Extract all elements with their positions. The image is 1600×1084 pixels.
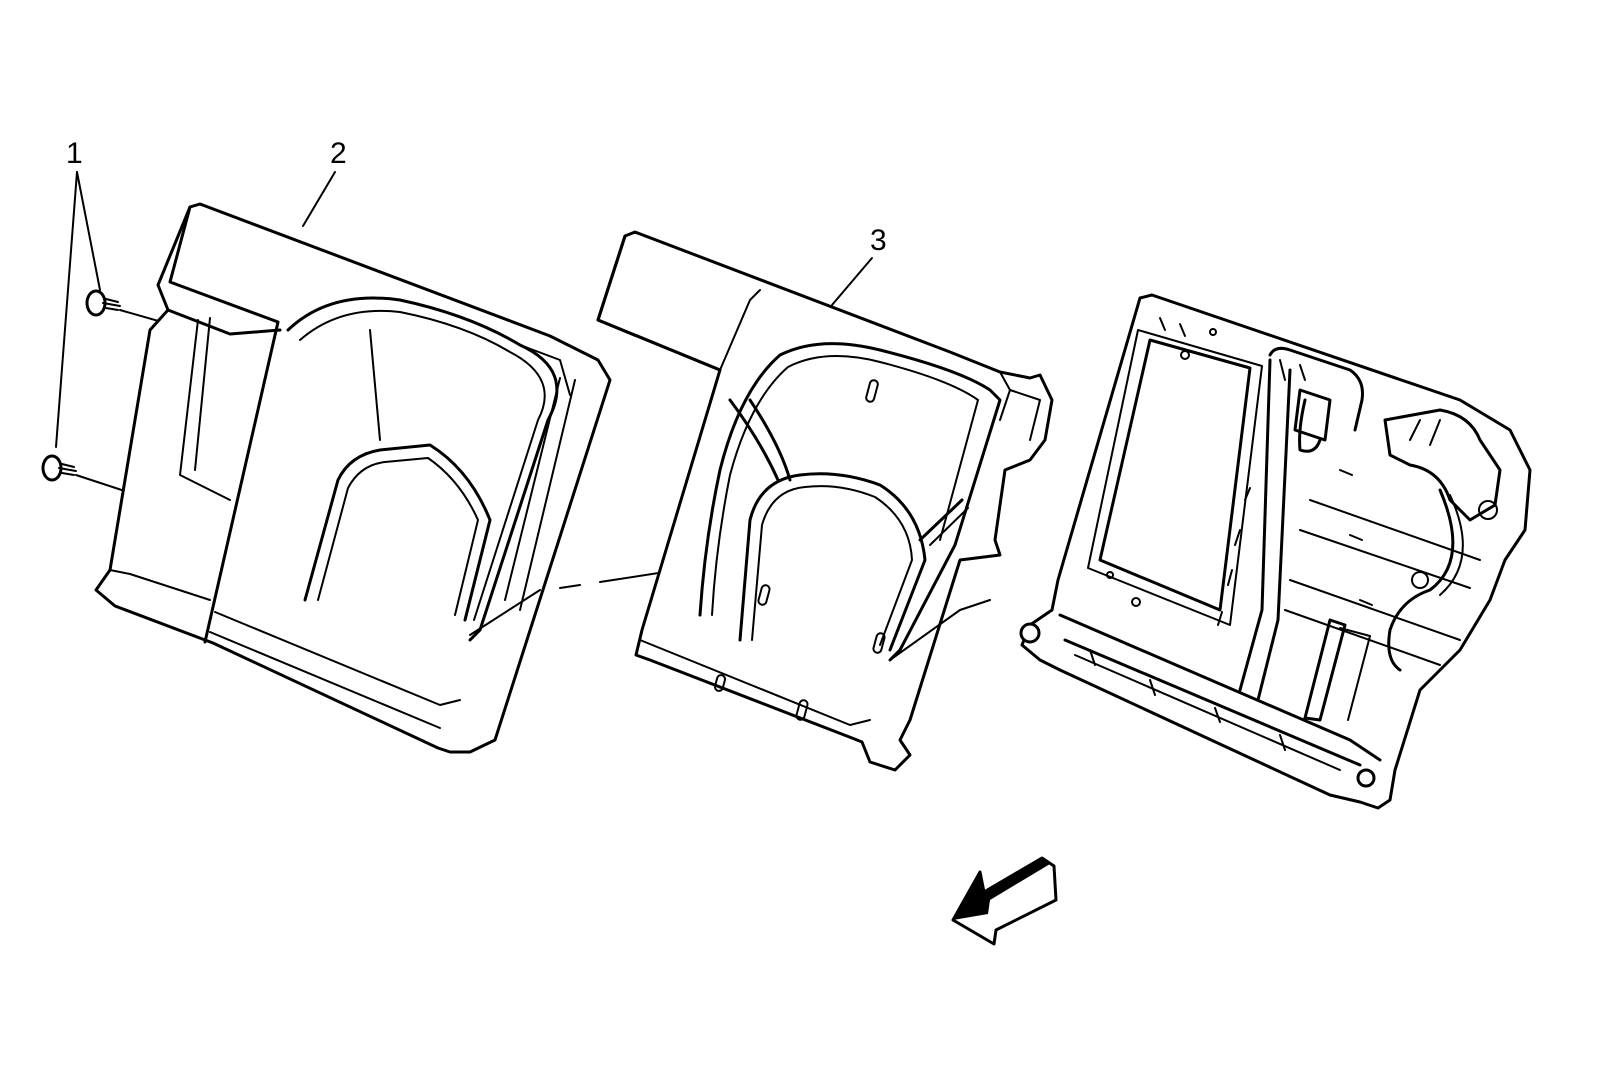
callout-3-group: 3: [831, 224, 887, 306]
leader-line-1b: [55, 171, 78, 448]
screw-upper: [85, 289, 191, 331]
front-of-vehicle-arrow-icon: [951, 856, 1058, 946]
leader-line-3: [831, 257, 873, 306]
callout-2-label: 2: [330, 137, 347, 170]
seat-back-cover: [94, 202, 612, 754]
callout-2-group: 2: [302, 137, 347, 227]
leader-line-2: [302, 171, 336, 227]
leader-line-1a: [76, 171, 101, 291]
callout-1-group: 1: [55, 137, 101, 448]
seat-back-pad: [596, 230, 1054, 772]
callout-3-label: 3: [870, 224, 887, 257]
seat-back-frame: [1019, 293, 1532, 810]
callout-1-label: 1: [66, 137, 83, 170]
